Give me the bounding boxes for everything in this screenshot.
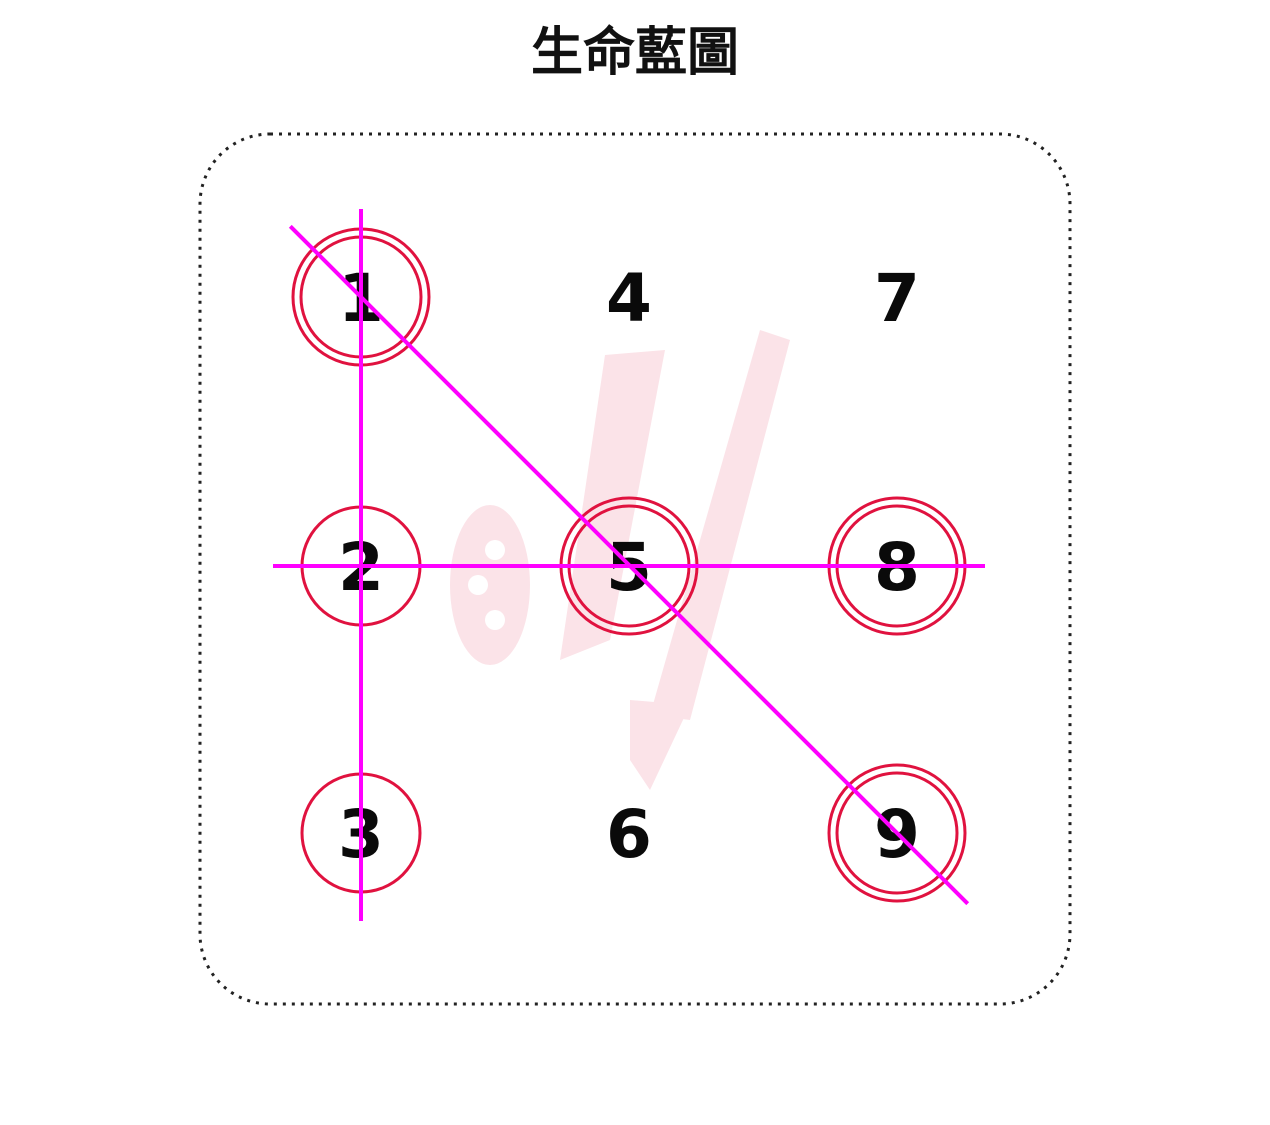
grid-frame	[198, 132, 1072, 1006]
digit-6: 6	[606, 796, 652, 873]
ring-9-1	[827, 763, 967, 903]
digit-4: 4	[606, 260, 652, 337]
lines-layer	[273, 209, 985, 921]
ring-9-2	[835, 771, 959, 895]
diagram-title: 生命藍圖	[530, 23, 739, 83]
line-1-9	[288, 224, 970, 906]
digit-7: 7	[874, 260, 920, 337]
